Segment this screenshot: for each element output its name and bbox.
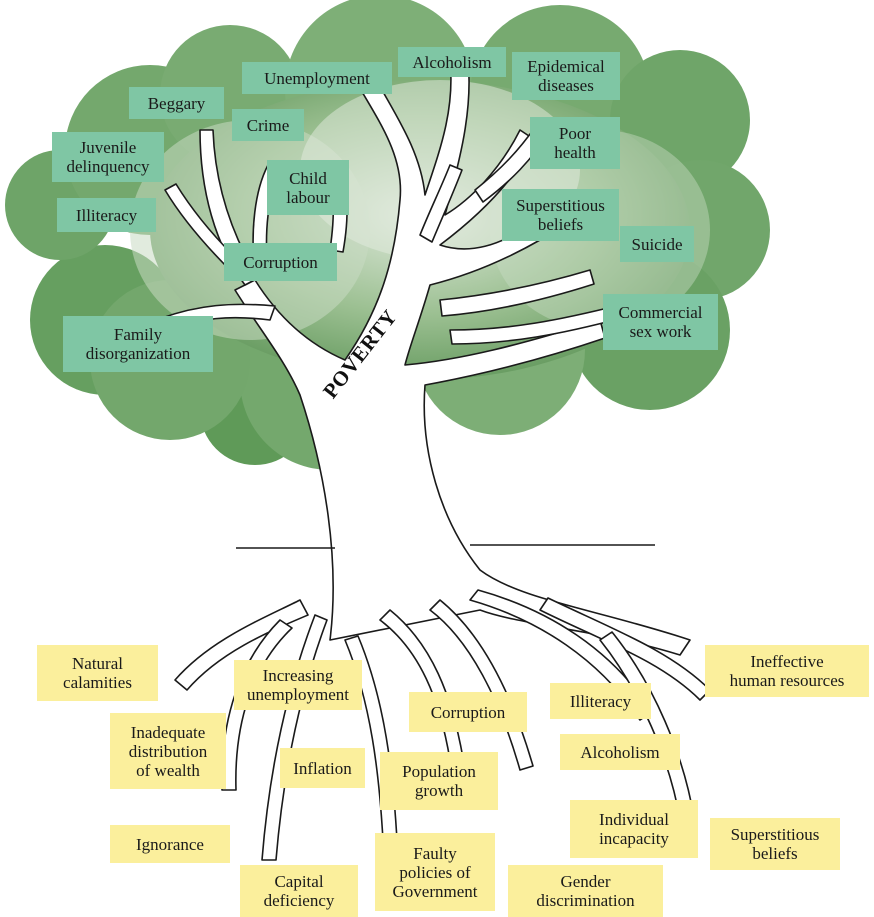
cause-ineffective-human-resources: Ineffective human resources xyxy=(705,645,869,697)
cause-faulty-policies: Faulty policies of Government xyxy=(375,833,495,911)
effect-child-labour: Child labour xyxy=(267,160,349,215)
cause-population-growth: Population growth xyxy=(380,752,498,810)
ground-lines xyxy=(236,544,655,549)
cause-individual-incapacity: Individual incapacity xyxy=(570,800,698,858)
effect-family-disorganization: Family disorganization xyxy=(63,316,213,372)
effect-beggary: Beggary xyxy=(129,87,224,119)
effect-superstitious-beliefs: Superstitious beliefs xyxy=(502,189,619,241)
cause-corruption: Corruption xyxy=(409,692,527,732)
cause-alcoholism: Alcoholism xyxy=(560,734,680,770)
cause-increasing-unemployment: Increasing unemployment xyxy=(234,660,362,710)
effect-illiteracy: Illiteracy xyxy=(57,198,156,232)
effect-epidemical-diseases: Epidemical diseases xyxy=(512,52,620,100)
effect-unemployment: Unemployment xyxy=(242,62,392,94)
effect-suicide: Suicide xyxy=(620,226,694,262)
effect-juvenile-delinquency: Juvenile delinquency xyxy=(52,132,164,182)
cause-inflation: Inflation xyxy=(280,748,365,788)
effect-alcoholism: Alcoholism xyxy=(398,47,506,77)
effect-crime: Crime xyxy=(232,109,304,141)
effect-commercial-sex-work: Commercial sex work xyxy=(603,294,718,350)
effect-poor-health: Poor health xyxy=(530,117,620,169)
cause-ignorance: Ignorance xyxy=(110,825,230,863)
cause-illiteracy: Illiteracy xyxy=(550,683,651,719)
effect-corruption: Corruption xyxy=(224,243,337,281)
cause-inadequate-distribution: Inadequate distribution of wealth xyxy=(110,713,226,789)
cause-natural-calamities: Natural calamities xyxy=(37,645,158,701)
cause-superstitious-beliefs: Superstitious beliefs xyxy=(710,818,840,870)
cause-gender-discrimination: Gender discrimination xyxy=(508,865,663,917)
cause-capital-deficiency: Capital deficiency xyxy=(240,865,358,917)
